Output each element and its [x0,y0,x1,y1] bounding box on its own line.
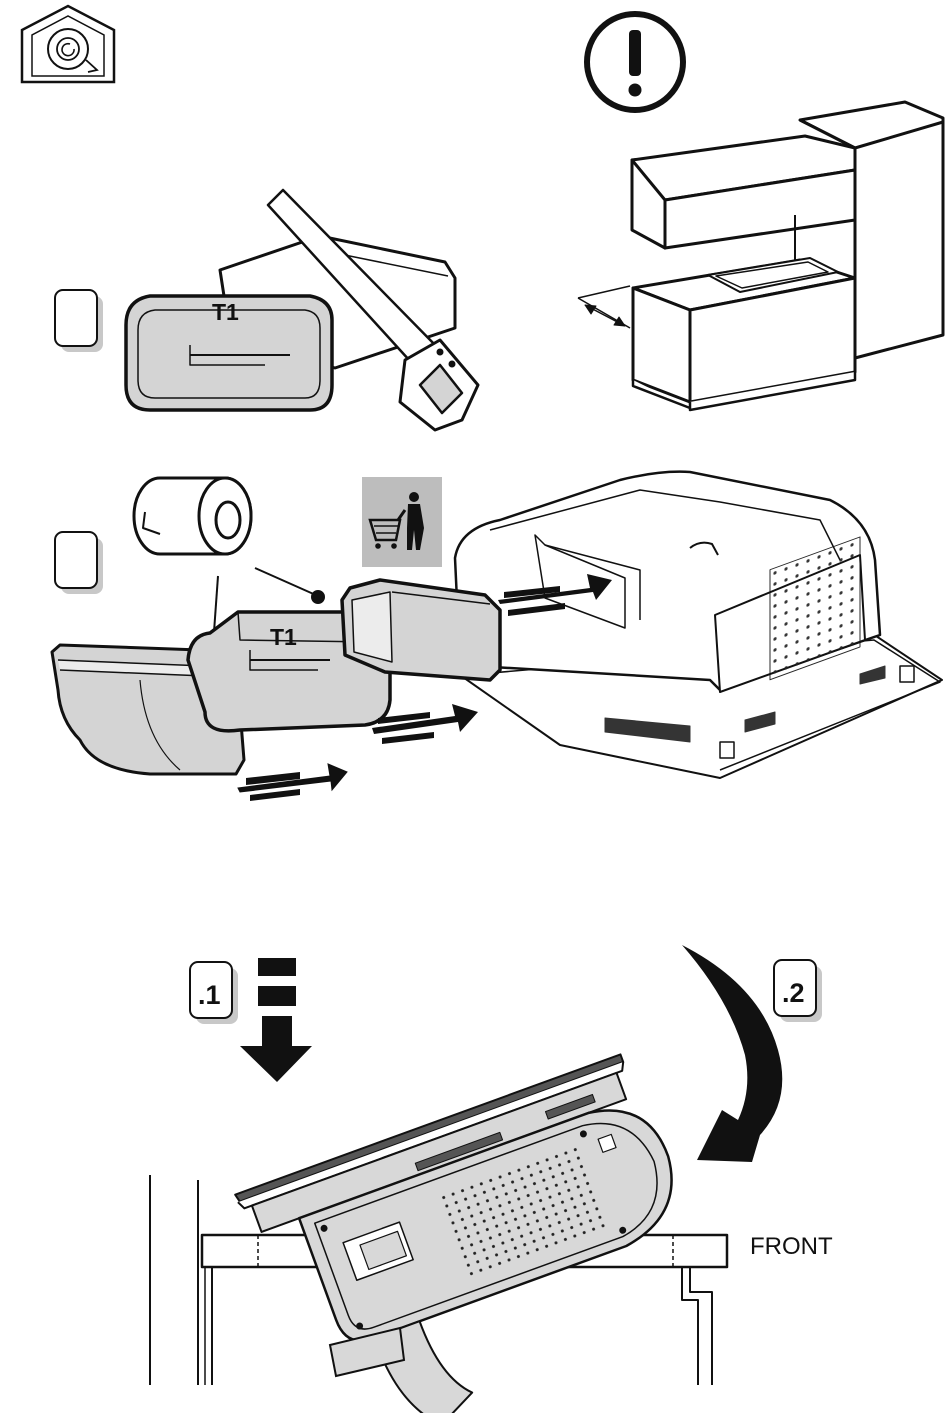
step-label-1: .1 [198,980,221,1010]
step-badge-cut [55,290,103,352]
recirculation-house-icon [22,6,114,82]
rotate-arrow-icon [682,945,782,1162]
kitchen-cabinet-illustration [578,102,943,410]
shopping-cart-icon [362,477,442,567]
tape-roll-icon [134,478,251,554]
front-label: FRONT [750,1233,833,1260]
exclamation-icon [587,14,683,110]
step-badge-assemble [55,532,103,594]
duct-label-t1-top: T1 [212,299,239,325]
step-label-2: .2 [782,978,805,1008]
tilted-hob [235,1051,728,1413]
straight-duct-connector [342,580,500,680]
down-arrow-icon [240,958,312,1082]
duct-label-t1-mid: T1 [270,624,297,650]
downdraft-hob [450,472,942,778]
